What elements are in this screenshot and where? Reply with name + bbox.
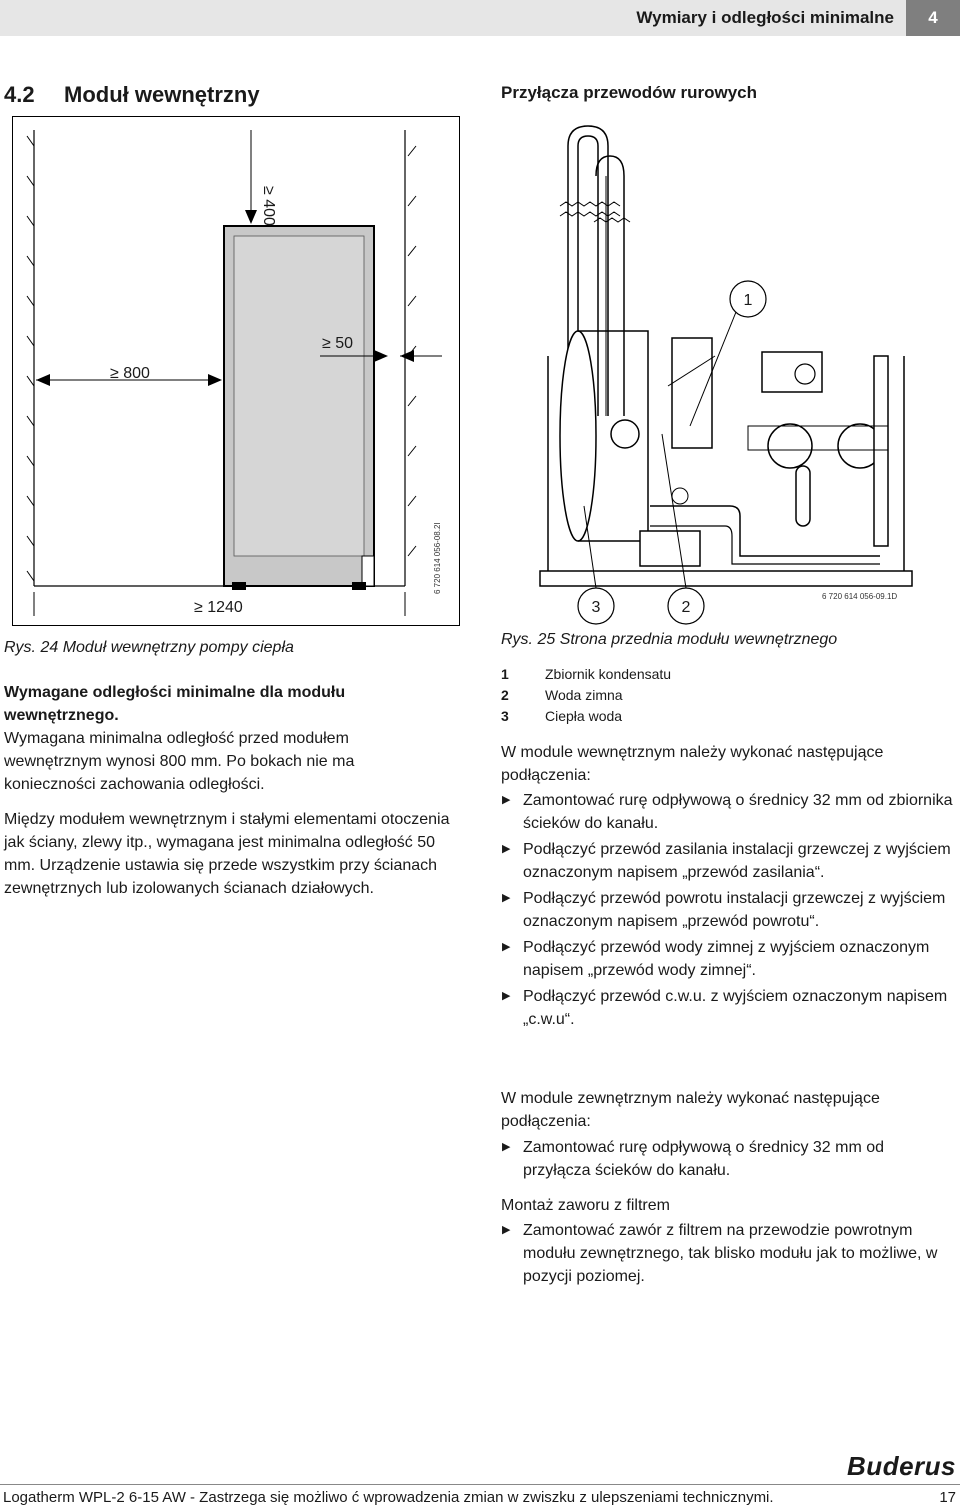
list-item: Zamontować rurę odpływową o średnicy 32 …: [501, 789, 956, 835]
right-heading: Przyłącza przewodów rurowych: [501, 83, 758, 102]
figure-left-code: 6 720 614 056-08.2I: [433, 522, 442, 594]
legend-item: 3 Ciepła woda: [501, 706, 671, 727]
buderus-logo: Buderus: [847, 1451, 956, 1481]
header-bar: Wymiary i odległości minimalne 4: [0, 0, 960, 36]
legend-item: 2 Woda zimna: [501, 685, 671, 706]
legend-num: 3: [501, 708, 509, 724]
figure-right-code: 6 720 614 056-09.1D: [822, 592, 897, 601]
list-item: Podłączyć przewód zasilania instalacji g…: [501, 838, 956, 884]
right-list-2: Zamontować rurę odpływową o średnicy 32 …: [501, 1136, 956, 1185]
figure-right-caption: Rys. 25 Strona przednia modułu wewnętrzn…: [501, 631, 838, 648]
clearance-drawing: ≥ 400 ≥ 50 ≥ 800 ≥ 1240 6 720 614 056-08…: [12, 116, 460, 626]
footer-text: Logatherm WPL-2 6-15 AW - Zastrzega się …: [3, 1489, 774, 1506]
piping-drawing: 1 3 2 6 720 614 056-09.1D: [539, 125, 913, 625]
callout-1: 1: [744, 292, 753, 309]
dim-top-label: ≥ 400: [260, 186, 277, 226]
list-item: Podłączyć przewód powrotu instalacji grz…: [501, 887, 956, 933]
dim-side-label: ≥ 50: [322, 335, 353, 352]
legend-num: 2: [501, 687, 509, 703]
figure-left-caption: Rys. 24 Moduł wewnętrzny pompy ciepła: [4, 639, 294, 656]
left-heading: Wymagane odległości minimalne dla modułu…: [4, 684, 346, 724]
list-item: Zamontować rurę odpływową o średnicy 32 …: [501, 1136, 956, 1182]
list-item: Podłączyć przewód wody zimnej z wyjściem…: [501, 936, 956, 982]
page-number: 17: [939, 1489, 956, 1506]
piping-figure: 1 3 2 6 720 614 056-09.1D: [500, 116, 956, 626]
left-paragraph-2: Między modułem wewnętrznym i stałymi ele…: [4, 811, 450, 897]
legend-num: 1: [501, 666, 509, 682]
callout-3: 3: [592, 599, 601, 616]
legend-text: Zbiornik kondensatu: [545, 666, 672, 682]
list-item: Zamontować zawór z filtrem na przewodzie…: [501, 1219, 956, 1288]
legend-text: Ciepła woda: [545, 708, 623, 724]
callout-2: 2: [682, 599, 691, 616]
list-item: Podłączyć przewód c.w.u. z wyjściem ozna…: [501, 985, 956, 1031]
chapter-number: 4: [906, 0, 960, 36]
header-title: Wymiary i odległości minimalne: [636, 8, 894, 27]
clearance-figure: ≥ 400 ≥ 50 ≥ 800 ≥ 1240 6 720 614 056-08…: [12, 116, 460, 626]
right-list-1: Zamontować rurę odpływową o średnicy 32 …: [501, 789, 956, 1034]
figure-legend: 1 Zbiornik kondensatu 2 Woda zimna 3 Ciepła…: [501, 664, 671, 727]
left-paragraph-1: Wymagana minimalna odległość przed moduł…: [4, 730, 355, 793]
legend-text: Woda zimna: [545, 687, 623, 703]
legend-item: 1 Zbiornik kondensatu: [501, 664, 671, 685]
section-title: 4.2 Moduł wewnętrzny: [4, 82, 260, 108]
dim-bottom-label: ≥ 1240: [194, 599, 243, 616]
right-intro-3: Montaż zaworu z filtrem: [501, 1197, 670, 1214]
footer-rule: [0, 1484, 960, 1485]
right-intro-1: W module wewnętrznym należy wykonać nast…: [501, 744, 884, 784]
right-list-3: Zamontować zawór z filtrem na przewodzie…: [501, 1219, 956, 1291]
section-number: 4.2: [4, 82, 35, 107]
section-name: Moduł wewnętrzny: [64, 82, 260, 107]
right-intro-2: W module zewnętrznym należy wykonać nast…: [501, 1090, 880, 1130]
dim-front-label: ≥ 800: [110, 365, 150, 382]
